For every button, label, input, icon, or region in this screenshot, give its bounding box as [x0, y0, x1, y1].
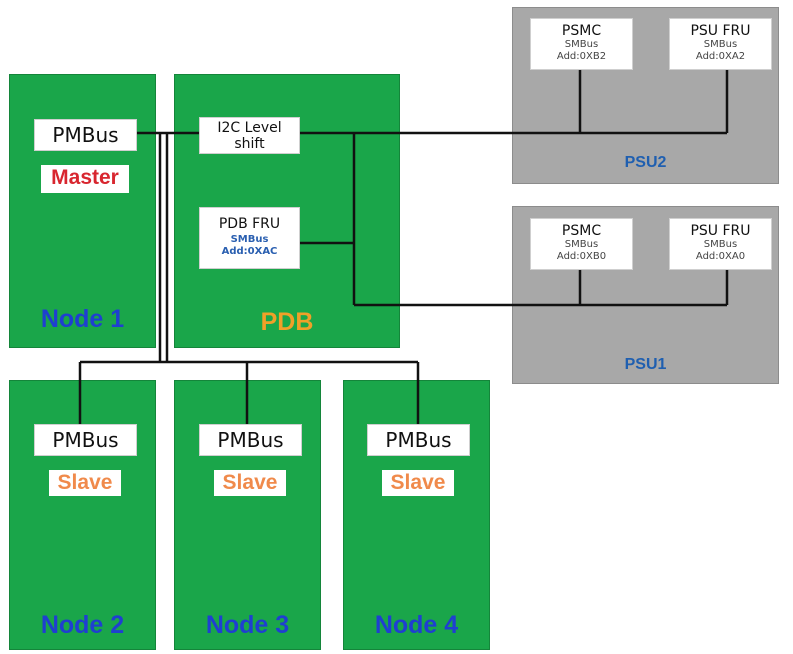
node4-pmbus-label: PMBus [385, 428, 452, 452]
node2-slave-tag: Slave [49, 470, 121, 496]
i2c-line1: I2C Level [217, 120, 282, 136]
psu1-psmc-box: PSMC SMBus Add:0XB0 [530, 218, 633, 270]
i2c-line2: shift [234, 136, 265, 152]
node3-slave-tag: Slave [214, 470, 286, 496]
psu2-psmc-title: PSMC [561, 23, 602, 39]
psu1-psmc-addr: Add:0XB0 [556, 251, 607, 262]
psu2-fru-bus: SMBus [703, 39, 738, 50]
node4-pmbus-box: PMBus [367, 424, 470, 456]
node3-pmbus-label: PMBus [217, 428, 284, 452]
pdb-fru-bus: SMBus [230, 234, 269, 245]
node1-pmbus-label: PMBus [52, 123, 119, 147]
psu2-label: PSU2 [624, 154, 667, 171]
psu1-label: PSU1 [624, 356, 667, 373]
node3-pmbus-box: PMBus [199, 424, 302, 456]
pdb-fru-addr: Add:0XAC [221, 246, 278, 257]
psu1-psmc-title: PSMC [561, 223, 602, 239]
node4-slave-tag: Slave [382, 470, 454, 496]
node1-pmbus-box: PMBus [34, 119, 137, 151]
psu1-fru-bus: SMBus [703, 239, 738, 250]
node3-label: Node 3 [205, 611, 290, 639]
node2-pmbus-label: PMBus [52, 428, 119, 452]
psu1-psmc-bus: SMBus [564, 239, 599, 250]
psu2-fru-title: PSU FRU [690, 23, 751, 39]
pdb-fru-box: PDB FRU SMBus Add:0XAC [199, 207, 300, 269]
psu2-psmc-bus: SMBus [564, 39, 599, 50]
node1-master-tag: Master [41, 165, 129, 193]
pdb-fru-title: PDB FRU [218, 216, 281, 232]
psu1-fru-box: PSU FRU SMBus Add:0XA0 [669, 218, 772, 270]
i2c-level-shift-box: I2C Level shift [199, 117, 300, 154]
psu2-fru-addr: Add:0XA2 [695, 51, 746, 62]
psu1-fru-addr: Add:0XA0 [695, 251, 746, 262]
psu2-psmc-addr: Add:0XB2 [556, 51, 607, 62]
node1-label: Node 1 [40, 305, 125, 333]
node4-label: Node 4 [374, 611, 459, 639]
psu2-psmc-box: PSMC SMBus Add:0XB2 [530, 18, 633, 70]
psu2-fru-box: PSU FRU SMBus Add:0XA2 [669, 18, 772, 70]
node2-pmbus-box: PMBus [34, 424, 137, 456]
psu1-fru-title: PSU FRU [690, 223, 751, 239]
node2-label: Node 2 [40, 611, 125, 639]
pdb-label: PDB [260, 308, 314, 336]
